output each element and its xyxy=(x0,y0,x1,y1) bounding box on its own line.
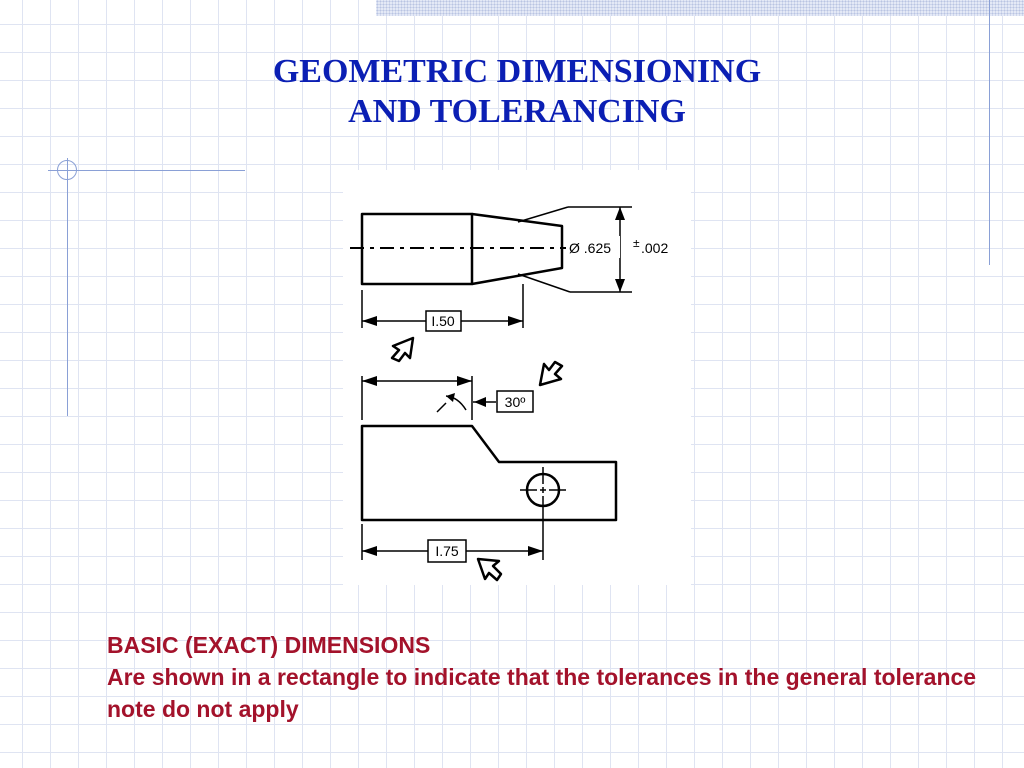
angle-dim-arrowheads xyxy=(362,376,486,407)
diameter-arrowheads xyxy=(615,207,625,292)
drawing-svg: Ø .625 ± .002 I.50 xyxy=(350,206,680,582)
diameter-leaders xyxy=(517,206,632,293)
title-line-1: GEOMETRIC DIMENSIONING xyxy=(272,53,762,90)
pointer-arrow-3 xyxy=(476,557,503,582)
basic-angle: 30º xyxy=(505,394,526,410)
angle-dim-lines xyxy=(361,376,496,420)
title-line-2: AND TOLERANCING xyxy=(348,93,686,130)
pointer-arrows xyxy=(390,336,564,582)
basic-dim-box-2 xyxy=(427,539,467,563)
dim-150-arrowheads xyxy=(362,316,523,326)
basic-angle-box xyxy=(496,390,534,413)
caption-heading: BASIC (EXACT) DIMENSIONS xyxy=(107,632,431,658)
technical-drawing: Ø .625 ± .002 I.50 xyxy=(343,170,691,585)
left-horizontal-rule xyxy=(48,170,245,171)
dim-175-arrowheads xyxy=(362,546,543,556)
caption-body: Are shown in a rectangle to indicate tha… xyxy=(107,664,977,722)
pointer-arrow-2 xyxy=(538,360,564,387)
tolerance-sign: ± xyxy=(633,236,640,250)
slide-title: GEOMETRIC DIMENSIONING AND TOLERANCING xyxy=(0,52,1024,132)
basic-dim-2: I.75 xyxy=(435,543,459,559)
pointer-arrow-1 xyxy=(390,336,415,363)
diameter-callout: Ø .625 xyxy=(569,240,611,256)
right-vertical-rule xyxy=(989,0,990,265)
top-decorative-band xyxy=(376,0,1024,16)
corner-circle-ornament xyxy=(57,160,77,180)
hole-centerlines xyxy=(520,467,566,560)
left-vertical-rule xyxy=(67,158,68,416)
basic-dim-1: I.50 xyxy=(431,313,455,329)
tolerance-value: .002 xyxy=(641,240,668,256)
basic-dim-box-1 xyxy=(425,310,462,332)
slide-caption: BASIC (EXACT) DIMENSIONS Are shown in a … xyxy=(107,629,987,725)
block-outline xyxy=(360,424,618,522)
